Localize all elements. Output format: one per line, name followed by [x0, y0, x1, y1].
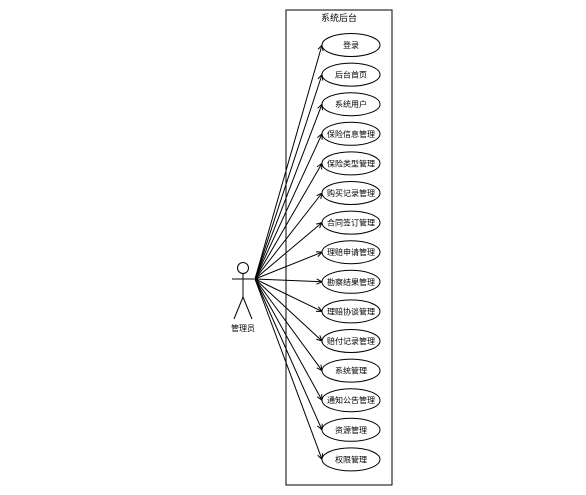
use-case-ellipse	[321, 329, 381, 353]
use-case-label: 理赔申请管理	[327, 247, 375, 257]
use-case-ellipse	[321, 269, 381, 294]
use-case-ellipse	[321, 92, 381, 117]
use-case-label: 保险信息管理	[327, 129, 375, 139]
use-case-label: 购买记录管理	[327, 188, 375, 198]
association-lines	[254, 43, 324, 461]
use-case: 通知公告管理	[321, 388, 381, 413]
association-line	[254, 278, 323, 342]
use-case-ellipse	[321, 33, 381, 57]
use-case-label: 通知公告管理	[327, 395, 375, 405]
use-case: 保险信息管理	[321, 121, 381, 146]
use-case-label: 保险类型管理	[327, 158, 375, 168]
use-case-ellipse	[321, 240, 381, 265]
use-case: 购买记录管理	[321, 181, 381, 205]
use-case-label: 合同签订管理	[327, 218, 375, 228]
use-case-label: 系统管理	[335, 366, 367, 376]
use-case-ellipse	[321, 388, 381, 413]
association-line	[254, 278, 323, 283]
association-line	[254, 278, 323, 312]
actor-left-leg-icon	[233, 296, 244, 320]
use-case: 保险类型管理	[321, 151, 381, 176]
use-case: 勘察结果管理	[321, 269, 381, 294]
association-line	[254, 278, 323, 401]
actor: 管理员	[231, 262, 255, 333]
use-case-ellipse	[321, 417, 381, 442]
use-case: 系统用户	[321, 92, 381, 117]
use-case: 资源管理	[321, 417, 381, 442]
use-cases: 登录后台首页系统用户保险信息管理保险类型管理购买记录管理合同签订管理理赔申请管理…	[321, 33, 381, 472]
use-case-ellipse	[321, 299, 381, 324]
association-line	[254, 222, 323, 280]
use-case-label: 权限管理	[335, 454, 367, 464]
association-line	[254, 163, 323, 280]
association-line	[254, 44, 323, 280]
use-case-ellipse	[321, 210, 381, 235]
association-line	[254, 278, 323, 431]
use-case-ellipse	[321, 447, 381, 472]
use-case-ellipse	[321, 181, 381, 205]
actor-label: 管理员	[231, 323, 255, 333]
association-line	[254, 74, 323, 280]
association-line	[254, 278, 323, 460]
use-case: 后台首页	[321, 62, 381, 87]
actor-head-icon	[237, 262, 249, 274]
use-case-label: 系统用户	[335, 99, 367, 109]
use-case: 理赔申请管理	[321, 240, 381, 265]
system-title: 系统后台	[321, 12, 357, 24]
use-case-ellipse	[321, 62, 381, 87]
use-case: 合同签订管理	[321, 210, 381, 235]
use-case-ellipse	[321, 121, 381, 146]
use-case-label: 后台首页	[335, 70, 367, 80]
association-line	[254, 192, 323, 280]
use-case: 权限管理	[321, 447, 381, 472]
association-line	[254, 104, 323, 280]
use-case: 登录	[321, 33, 381, 57]
use-case-ellipse	[321, 358, 381, 383]
use-case-label: 登录	[343, 40, 359, 50]
actor-right-leg-icon	[242, 296, 253, 320]
use-case-label: 理赔协谈管理	[327, 306, 375, 316]
use-case-ellipse	[321, 151, 381, 176]
use-case: 系统管理	[321, 358, 381, 383]
use-case: 理赔协谈管理	[321, 299, 381, 324]
association-line	[254, 278, 323, 371]
use-case-label: 资源管理	[335, 425, 367, 435]
use-case: 赔付记录管理	[321, 329, 381, 353]
use-case-label: 赔付记录管理	[327, 336, 375, 346]
use-case-label: 勘察结果管理	[327, 277, 375, 287]
association-line	[254, 133, 323, 280]
association-line	[254, 251, 323, 280]
